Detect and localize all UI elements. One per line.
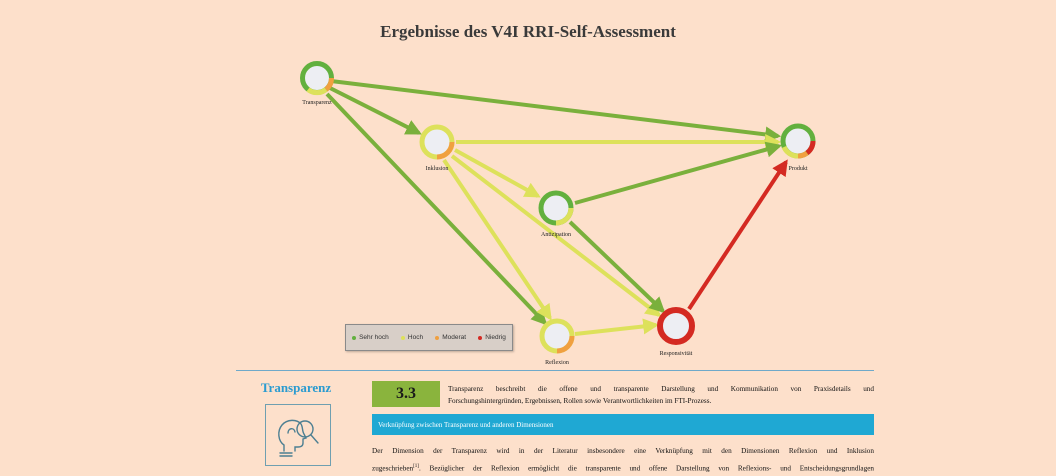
- legend-label: Hoch: [407, 334, 424, 341]
- node-label-produkt: Produkt: [788, 166, 807, 172]
- legend-label: Niedrig: [485, 334, 506, 341]
- legend-label: Moderat: [442, 334, 467, 341]
- section-divider: [236, 370, 874, 371]
- edges: [325, 79, 788, 336]
- body-line: Der Dimension der Transparenz wird in de…: [372, 447, 874, 455]
- legend-item-niedrig: Niedrig: [478, 334, 506, 341]
- description-line: Forschungshintergründen, Ergebnissen, Ro…: [448, 397, 712, 405]
- node-label-transparenz: Transparenz: [302, 100, 332, 106]
- description-line: Transparenz beschreibt die offene und tr…: [448, 385, 874, 393]
- legend-dot-icon: [478, 335, 483, 340]
- node-label-inklusion: Inklusion: [426, 166, 449, 172]
- edge-transparenz-inklusion: [329, 86, 422, 135]
- legend-label: Sehr hoch: [359, 334, 389, 341]
- node-label-responsivitaet: Responsivität: [660, 351, 693, 357]
- body-text: Der Dimension der Transparenz wird in de…: [372, 444, 874, 476]
- head-magnifier-icon: [278, 419, 319, 457]
- edge-transparenz-produkt: [330, 79, 782, 143]
- node-produkt[interactable]: Produkt: [780, 123, 816, 172]
- legend: Sehr hoch Hoch Moderat Niedrig: [345, 324, 513, 351]
- node-reflexion[interactable]: Reflexion: [539, 318, 575, 366]
- footnote-link[interactable]: [1]: [413, 464, 419, 469]
- score-badge: 3.3: [372, 381, 440, 407]
- node-label-antizipation: Antizipation: [541, 232, 571, 238]
- icon-box: [265, 404, 331, 466]
- edge-inklusion-reflexion: [442, 158, 552, 321]
- edge-responsivitaet-produkt: [687, 159, 788, 311]
- edge-antizipation-produkt: [574, 141, 783, 205]
- body-line-2: zugeschrieben[1]. Bezüglicher der Reflex…: [372, 459, 874, 476]
- node-responsivitaet[interactable]: Responsivität: [657, 307, 695, 357]
- legend-item-sehr-hoch: Sehr hoch: [352, 334, 389, 341]
- legend-item-moderat: Moderat: [435, 334, 466, 341]
- body-text-fragment: . Bezüglicher der Reflexion ermöglicht d…: [418, 464, 874, 473]
- edge-inklusion-antizipation: [454, 148, 541, 198]
- edge-transparenz-reflexion: [325, 92, 548, 326]
- edge-inklusion-responsivitaet: [450, 154, 662, 317]
- edge-antizipation-responsivitaet: [568, 220, 666, 314]
- section-heading: Transparenz: [260, 380, 332, 395]
- edge-reflexion-responsivitaet: [574, 318, 660, 336]
- body-text-fragment: zugeschrieben: [372, 464, 414, 473]
- section-description: Transparenz beschreibt die offene und tr…: [448, 383, 874, 407]
- legend-item-hoch: Hoch: [400, 334, 424, 341]
- linkage-header[interactable]: Verknüpfung zwischen Transparenz und and…: [372, 414, 874, 435]
- legend-dot-icon: [400, 335, 405, 340]
- node-inklusion[interactable]: Inklusion: [419, 124, 455, 172]
- node-transparenz[interactable]: Transparenz: [300, 61, 335, 107]
- network-diagram: Transparenz Inklusion Antizipation Refle…: [300, 61, 816, 366]
- page-title: Ergebnisse des V4I RRI-Self-Assessment: [380, 22, 676, 41]
- node-label-reflexion: Reflexion: [545, 359, 569, 366]
- legend-dot-icon: [435, 335, 440, 340]
- node-antizipation[interactable]: Antizipation: [538, 190, 574, 238]
- legend-dot-icon: [352, 335, 357, 340]
